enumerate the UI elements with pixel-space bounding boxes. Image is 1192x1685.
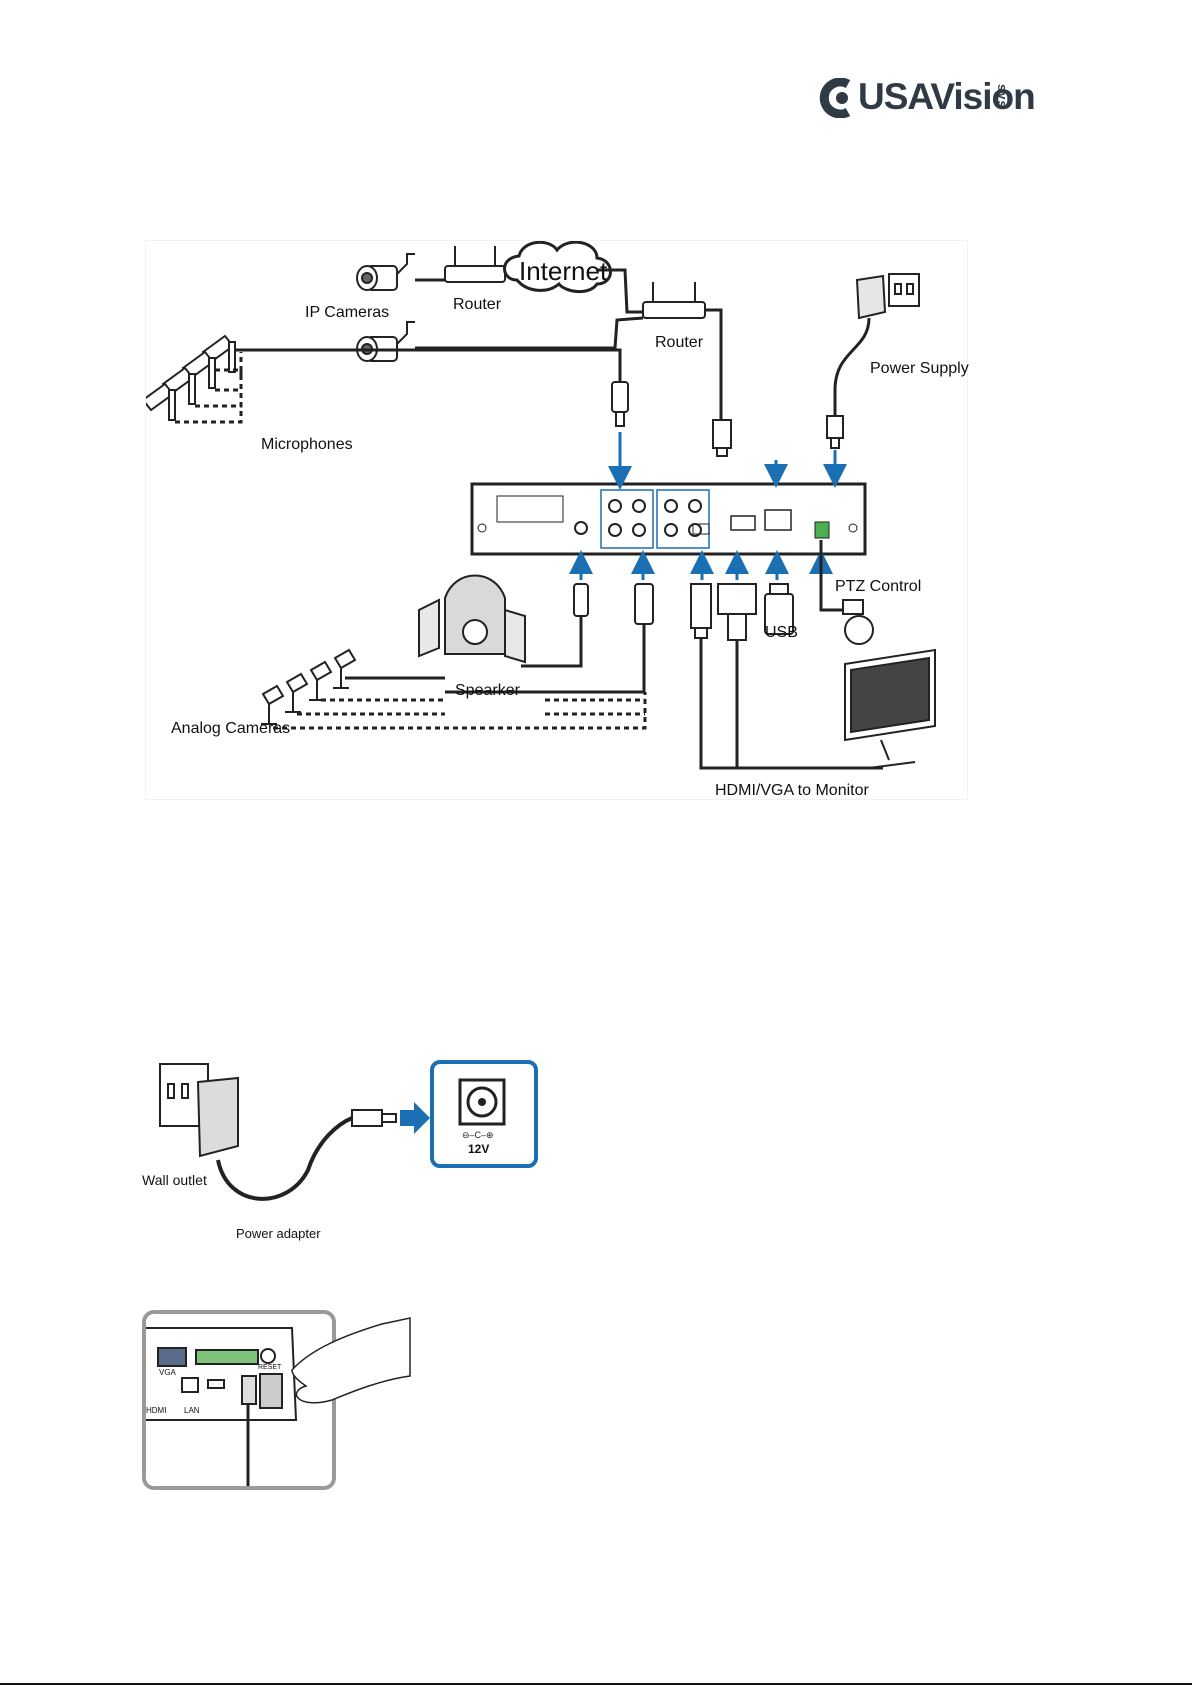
logo-suffix: sys: [995, 84, 1010, 109]
label-ip-cameras: IP Cameras: [305, 304, 389, 322]
router-left-icon: [445, 246, 505, 282]
monitor-icon: [845, 650, 935, 768]
power-adapter-icon: [198, 1078, 396, 1199]
usavision-logo: USAVision sys: [818, 74, 1030, 130]
hdmi-plug-icon: [691, 584, 711, 638]
label-router-left: Router: [453, 296, 501, 314]
label-hdmi: HDMI: [146, 1406, 166, 1415]
label-lan: LAN: [184, 1406, 200, 1415]
label-jack-voltage: 12V: [468, 1142, 489, 1156]
label-microphones: Microphones: [261, 436, 353, 454]
lan-plug-icon: [713, 420, 731, 456]
rca-plug-mic-icon: [612, 382, 628, 426]
microphones-icon: [145, 336, 235, 420]
speaker-plug-icon: [521, 584, 588, 666]
power-plug-insert-drawing: [142, 1310, 412, 1490]
label-wall-outlet: Wall outlet: [142, 1172, 207, 1188]
speakers-icon: [419, 576, 525, 663]
label-internet: Internet: [519, 256, 607, 287]
label-analog-cameras: Analog Cameras: [171, 720, 290, 738]
router-right-icon: [643, 282, 705, 318]
dvr-back-panel: [472, 484, 865, 554]
svg-text:⊖–C–⊕: ⊖–C–⊕: [462, 1130, 494, 1140]
label-power-adapter: Power adapter: [236, 1226, 321, 1241]
label-monitor: HDMI/VGA to Monitor: [715, 782, 869, 800]
label-power-supply: Power Supply: [870, 360, 969, 378]
ip-camera-bottom-icon: [357, 322, 415, 361]
connection-diagram-drawing: [145, 240, 968, 800]
label-usb: USB: [765, 624, 798, 642]
label-speaker: Spearker: [455, 682, 520, 700]
power-connection-diagram: ⊖–C–⊕ 12V Wall outlet Power adapter: [138, 1060, 568, 1244]
logo-swoosh-icon: [818, 78, 856, 118]
microphone-cables: [175, 350, 620, 422]
vga-plug-icon: [718, 584, 756, 640]
label-reset: RESET: [258, 1364, 281, 1371]
connection-diagram: IP Cameras Router Internet Router Power …: [145, 240, 968, 800]
power-connection-drawing: ⊖–C–⊕: [138, 1060, 568, 1244]
power-plug-insert-diagram: VGA HDMI LAN RESET: [142, 1310, 412, 1490]
power-arrow-icon: [400, 1102, 430, 1134]
label-ptz-control: PTZ Control: [835, 578, 921, 596]
label-router-right: Router: [655, 334, 703, 352]
label-vga: VGA: [159, 1368, 176, 1377]
ip-camera-top-icon: [357, 254, 415, 290]
